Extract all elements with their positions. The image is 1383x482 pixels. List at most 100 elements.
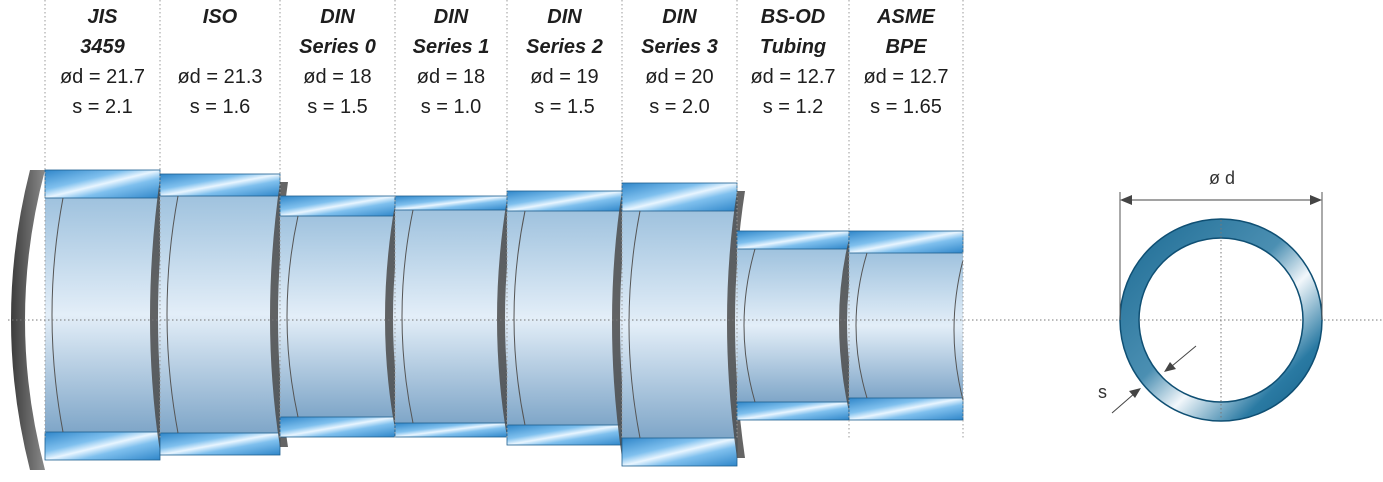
standard-label: DIN Series 3 ød = 20 s = 2.0 [624,2,736,122]
tube-shoulder [270,182,288,447]
tube-segment [44,169,168,461]
standard-name-line2: Tubing [759,36,827,58]
wall-thickness-value: s = 1.6 [189,96,251,118]
tube-wall-top [736,230,850,250]
tube-bore-edge [513,210,526,426]
wall-thickness-value: s = 2.1 [72,96,133,118]
tube-body [737,249,849,402]
tube-segment [848,230,964,421]
wall-arrow-inner [1164,362,1176,372]
standard-label: ASME BPE ød = 12.7 s = 1.65 [850,2,962,122]
diameter-arrow-left [1120,195,1132,205]
standard-name-line2 [164,32,276,62]
wall-thickness-value: s = 1.65 [870,96,942,118]
tube-wall-top [848,230,964,254]
tube-segment [621,182,745,467]
tube-wall-bottom [279,416,396,438]
tube-body [395,210,507,423]
standard-name: ASME [877,6,935,28]
tube-wall-bottom [621,437,738,467]
tube-segment [506,190,630,458]
tube-wall-bottom [506,424,623,446]
tube-body [849,253,963,398]
outer-diameter-value: ød = 18 [303,66,372,88]
tube-wall-bottom [159,432,281,456]
tube-bore-edge [855,252,868,399]
standard-name: DIN [547,6,582,28]
tube-end-bore [953,259,964,401]
tube-bore-edge [743,248,756,403]
tube-shoulder [497,199,515,437]
standard-label: JIS 3459 ød = 21.7 s = 2.1 [47,2,159,122]
tube-shoulder [839,239,857,412]
tube-bore-edge [166,195,179,434]
tube-segment [279,195,403,438]
standard-name-line2: BPE [885,36,927,58]
tube-body [280,216,395,417]
tube-shoulder [727,191,745,458]
wall-thickness-label: s [1098,382,1107,402]
standard-name: ISO [202,6,238,28]
tube-segment [159,173,288,456]
standard-name-line2: Series 0 [299,36,376,58]
tube-shoulder [385,204,403,429]
tube-body [160,196,280,433]
standard-name: BS-OD [760,6,826,28]
wall-thickness-value: s = 1.2 [762,96,824,118]
wall-arrow-inner-line [1171,345,1197,367]
tube-bore-edge [51,197,64,433]
tube-wall-top [394,195,508,211]
tube-bore-edge [286,215,299,418]
outer-diameter-value: ød = 21.7 [59,66,146,88]
tube-bore-edge [628,210,641,439]
wall-thickness-value: s = 1.0 [420,96,482,118]
tube-wall-top [279,195,396,217]
tube-wall-top [44,169,161,199]
standard-name-line2: Series 1 [412,36,490,58]
diameter-arrow-right [1310,195,1322,205]
tube-segment [394,195,515,438]
tube-wall-bottom [44,431,161,461]
tube-shoulder [150,178,168,452]
wall-arrow-outer [1129,388,1141,398]
cross-section [1111,192,1323,422]
wall-thickness-value: s = 1.5 [307,96,368,118]
outer-diameter-value: ød = 19 [530,66,599,88]
tube-body [507,211,622,425]
standard-label: DIN Series 1 ød = 18 s = 1.0 [395,2,507,122]
outer-diameter-value: ød = 20 [645,66,714,88]
outer-diameter-value: ød = 12.7 [863,66,949,88]
tube-bore-edge [401,209,414,424]
outer-diameter-value: ød = 18 [416,66,486,88]
outer-diameter-value: ød = 12.7 [750,66,836,88]
standard-name-line2: Series 2 [526,36,603,58]
tube-wall-bottom [848,397,964,421]
standard-name: DIN [662,6,697,28]
tube-rim [11,170,45,470]
wall-thickness-value: s = 2.0 [649,96,710,118]
tube-segments [11,169,964,470]
standard-name-line2: 3459 [80,36,125,58]
standard-name: DIN [433,6,469,28]
tube-body [45,198,160,432]
standard-name: JIS [87,6,118,28]
tube-wall-bottom [736,401,850,421]
tube-body [622,211,737,438]
standard-name-line2: Series 3 [641,36,718,58]
wall-thickness-value: s = 1.5 [534,96,595,118]
standard-label: DIN Series 2 ød = 19 s = 1.5 [509,2,621,122]
tube-shoulder [612,191,630,458]
standard-name: DIN [320,6,355,28]
tube-segment [736,230,857,421]
guide-lines [8,0,1383,440]
standard-label: BS-OD Tubing ød = 12.7 s = 1.2 [737,2,849,122]
tube-wall-top [159,173,281,197]
standard-label: DIN Series 0 ød = 18 s = 1.5 [282,2,394,122]
tube-wall-bottom [394,422,508,438]
standard-label: ISO ød = 21.3 s = 1.6 [164,2,276,122]
outer-diameter-value: ød = 21.3 [177,66,263,88]
wall-arrow-outer-line [1111,392,1136,414]
tube-wall-top [506,190,623,212]
